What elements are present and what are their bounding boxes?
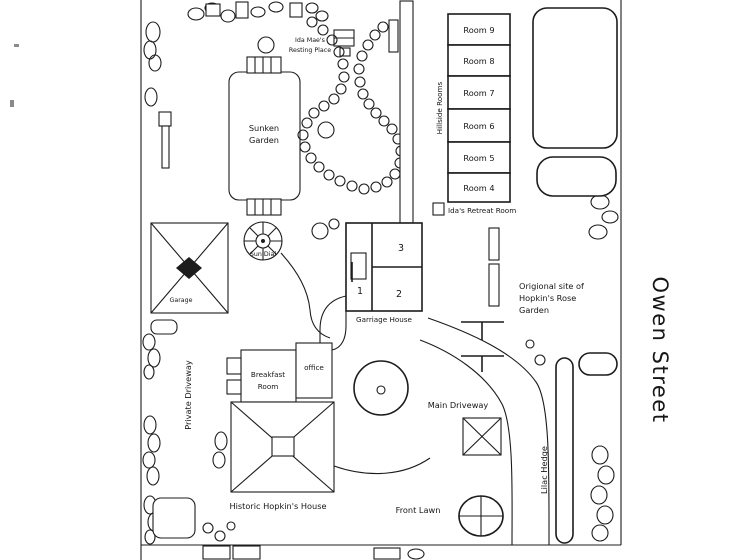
room-4-box <box>447 172 511 203</box>
garage-label: Garage <box>169 297 192 304</box>
room-7-label: Room 7 <box>463 88 494 98</box>
garage: Garage <box>150 222 229 335</box>
room-6-box <box>447 108 511 143</box>
room-7-box <box>447 75 511 110</box>
sun-dial-label: Sun Dial <box>250 251 276 258</box>
historic-house: Breakfast Room office Historic Hopkin's … <box>212 342 335 511</box>
garden-structure <box>205 3 221 17</box>
stone-path <box>297 16 407 240</box>
lilac-hedge-label: Lilac Hedge <box>539 446 549 494</box>
office-room <box>295 342 333 399</box>
scan-artifact <box>10 44 19 107</box>
garage-planter <box>150 319 178 335</box>
room-9-label: Room 9 <box>463 25 494 35</box>
hedge-segment <box>488 263 500 307</box>
private-driveway-label: Private Driveway <box>183 360 193 430</box>
unit-2-label: 2 <box>396 289 402 300</box>
garden-steps-bottom <box>246 198 282 216</box>
trellis <box>461 321 504 372</box>
historic-house-label: Historic Hopkin's House <box>229 501 326 511</box>
room-8-label: Room 8 <box>463 56 494 66</box>
garriage-room-nook <box>350 252 367 280</box>
left-marker-structure <box>158 111 172 169</box>
garden-structure <box>289 2 303 18</box>
rose-garden-site: Origional site of Hopkin's Rose Garden <box>461 227 585 372</box>
office-label: office <box>304 363 324 372</box>
sunken-garden-label-line2: Garden <box>249 135 279 145</box>
room-9-box <box>447 13 511 46</box>
rose-garden-label-line2: Hopkin's Rose <box>519 293 576 303</box>
large-tree <box>353 360 409 416</box>
breakfast-room-label-line2: Room <box>258 382 278 391</box>
garriage-house: 1 2 3 Garriage House <box>345 222 423 324</box>
sunken-garden: Sunken Garden <box>228 56 301 216</box>
room-6-label: Room 6 <box>463 121 494 131</box>
porch-step <box>226 379 242 395</box>
street-hedges <box>532 7 618 197</box>
unit-3-label: 3 <box>398 243 404 254</box>
idas-retreat-marker <box>432 202 445 216</box>
ida-mae-resting-place: Ida Mae's Resting Place <box>289 29 355 57</box>
ida-mae-label-line2: Resting Place <box>289 47 331 54</box>
property-boundary <box>140 0 622 560</box>
left-shrub-row <box>142 21 162 545</box>
hillside-rooms: Room 9 Room 8 Room 7 Room 6 Room 5 Room … <box>432 13 516 216</box>
sun-dial: Sun Dial <box>243 221 283 261</box>
garage-roof-peak <box>176 257 202 279</box>
owen-street-label: Owen Street <box>648 277 672 424</box>
front-lawn-label: Front Lawn <box>396 505 441 515</box>
unit-1-label: 1 <box>357 286 363 297</box>
right-shrub-row <box>588 194 619 542</box>
hedge-segment <box>488 227 500 261</box>
garriage-house-label: Garriage House <box>356 315 413 324</box>
garden-steps-top <box>246 56 282 74</box>
lilac-hedge: Lilac Hedge <box>525 339 618 544</box>
garden-structure <box>235 1 249 19</box>
bottom-structures <box>152 497 425 560</box>
room-4-label: Room 4 <box>463 183 494 193</box>
idas-retreat-label: Ida's Retreat Room <box>448 206 516 215</box>
main-driveway-label: Main Driveway <box>428 400 489 410</box>
front-lawn: Front Lawn <box>396 495 504 537</box>
rose-garden-label-line1: Origional site of <box>519 281 585 291</box>
main-driveway: Main Driveway <box>333 317 550 546</box>
roof-ridge <box>271 436 295 457</box>
ida-mae-label-line1: Ida Mae's <box>295 37 325 44</box>
hillside-rooms-label: Hillside Rooms <box>435 81 444 134</box>
room-5-label: Room 5 <box>463 153 494 163</box>
porch-step <box>226 357 242 375</box>
walkway-strip <box>388 0 414 224</box>
sunken-garden-label-line1: Sunken <box>249 123 279 133</box>
rose-garden-label-line3: Garden <box>519 305 549 315</box>
garden-paths <box>280 252 347 351</box>
breakfast-room-label-line1: Breakfast <box>251 370 285 379</box>
top-garden-bed <box>187 1 329 54</box>
